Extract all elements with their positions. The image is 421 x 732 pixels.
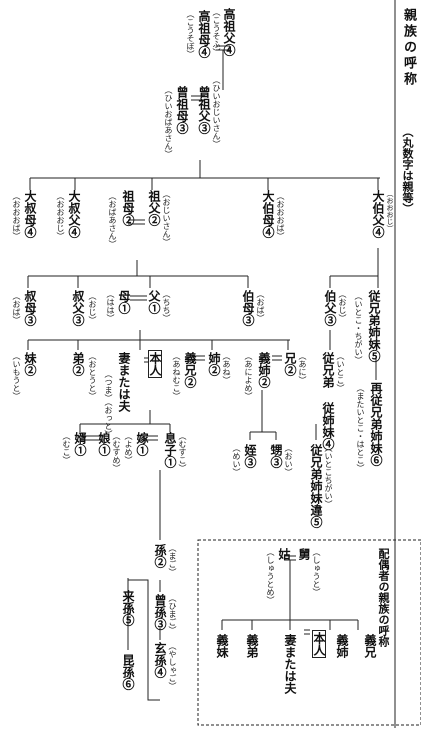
himago-reading: （ひまご） — [168, 594, 177, 634]
yome-name: 嫁① — [135, 432, 149, 456]
ooshukufu-reading: （おおおじ） — [56, 192, 65, 240]
inset-title: 配偶者の親族の呼称 — [377, 548, 390, 647]
oohakubo-name: 大伯母④ — [261, 190, 275, 238]
kousobo-reading: （こうそぼ） — [186, 10, 195, 58]
muko-reading: （むこ） — [62, 432, 71, 464]
hiobaasan-name: 曾祖母③ — [175, 86, 189, 134]
ooshukufu-name: 大叔父④ — [67, 190, 81, 238]
konson-name: 昆孫⑥ — [121, 654, 135, 690]
otouto-name: 弟② — [71, 352, 85, 376]
oohakufu-name: 大伯父④ — [371, 190, 385, 238]
otouto-reading: （おとうと） — [88, 352, 97, 400]
inset-shuutome: 姑 — [277, 548, 291, 560]
gishi-reading: （あによめ） — [244, 352, 253, 400]
chichi-name: 父① — [147, 290, 161, 314]
mago-reading: （まご） — [168, 544, 177, 576]
sobo-name: 祖母② — [121, 190, 135, 226]
musume-reading: （むすめ） — [112, 432, 121, 472]
mataitoko-reading: （またいとこ・はとこ） — [356, 384, 365, 472]
mei-reading: （めい） — [232, 444, 241, 476]
himago-name: 曾孫③ — [153, 594, 167, 630]
raison-name: 来孫⑤ — [121, 590, 135, 626]
mago-name: 孫② — [153, 544, 167, 568]
inset-gitei: 義弟 — [245, 634, 259, 658]
itoko-reading: （いとこ・ちがい） — [354, 292, 363, 364]
yashago-name: 玄孫④ — [153, 642, 167, 678]
inset-tsuma: 妻または夫 — [283, 634, 297, 694]
gikei-reading: （あねむこ） — [172, 352, 181, 400]
yashago-reading: （やしゃご） — [168, 642, 177, 690]
gikei-name: 義兄② — [183, 352, 197, 388]
kousobo-name: 高祖母④ — [197, 10, 211, 58]
ane-name: 姉② — [207, 352, 221, 376]
muko-name: 婿① — [73, 432, 87, 456]
gishi-name: 義姉② — [257, 352, 271, 388]
itoko-child-reading: （いとこちがい） — [324, 444, 333, 508]
inset-gimai: 義妹 — [215, 634, 229, 658]
mei-name: 姪③ — [243, 444, 257, 468]
hakubo-name: 伯母③ — [241, 290, 255, 326]
inset-honnin: 本人 — [312, 630, 326, 658]
inset-gishi: 義姉 — [335, 634, 349, 658]
sobo-reading: （おばあさん） — [108, 192, 117, 248]
inset-shuuto: 舅 — [297, 548, 311, 560]
musuko-name: 息子① — [163, 432, 177, 468]
oi-reading: （おい） — [284, 444, 293, 476]
kousofu-name: 高祖父④ — [222, 8, 236, 56]
inset-shuuto-reading: （しゅうと） — [312, 548, 321, 596]
itoko-sibling-reading: （いとこ） — [336, 352, 345, 392]
yome-reading: （よめ） — [124, 432, 133, 464]
ooshukubo-name: 大叔母④ — [23, 190, 37, 238]
hakubo-reading: （おば） — [256, 290, 265, 322]
tsuma-name: 妻または夫 — [117, 352, 131, 412]
tsuma-reading: （つま）（おっと） — [104, 370, 113, 438]
oi-name: 甥③ — [269, 444, 283, 468]
imouto-name: 妹② — [23, 352, 37, 376]
page-subtitle: （丸数字は親等） — [401, 126, 414, 214]
shukufu-reading: （おじ） — [88, 292, 97, 324]
honnin-box: 本人 — [148, 350, 162, 378]
inset-gikei: 義兄 — [363, 634, 377, 658]
sofu-reading: （おじいさん） — [162, 190, 171, 246]
shukubo-name: 叔母③ — [23, 290, 37, 326]
chichi-reading: （ちち） — [162, 290, 171, 322]
ooshukubo-reading: （おおおば） — [12, 192, 21, 240]
imouto-reading: （いもうと） — [12, 352, 21, 400]
shukubo-reading: （おば） — [12, 292, 21, 324]
hiojiisan-reading: （ひいおじいさん） — [212, 76, 221, 148]
sofu-name: 祖父② — [147, 190, 161, 226]
hiojiisan-name: 曾祖父③ — [197, 86, 211, 134]
inset-shuutome-reading: （しゅうとめ） — [266, 548, 275, 604]
musume-name: 娘① — [97, 432, 111, 456]
shukufu-name: 叔父③ — [71, 290, 85, 326]
haha-name: 母① — [117, 290, 131, 314]
page-title: 親族の呼称 — [401, 8, 416, 88]
musuko-reading: （むすこ） — [178, 432, 187, 472]
ani-reading: （あに） — [298, 352, 307, 384]
oohakufu-reading: （おおおじ） — [386, 190, 394, 232]
itoko-name: 従兄弟姉妹⑤ — [367, 290, 381, 362]
oohakubo-reading: （おおおば） — [276, 192, 285, 240]
kousofu-reading: （こうそふ） — [212, 8, 221, 56]
itoko-child-name: 従兄弟姉妹違⑤ — [309, 444, 323, 528]
hakufu-reading: （おじ） — [338, 290, 347, 322]
hiobaasan-reading: （ひいおばあさん） — [164, 86, 173, 158]
ani-name: 兄② — [283, 352, 297, 376]
mataitoko-name: 再従兄弟姉妹⑥ — [369, 382, 383, 466]
ane-reading: （あね） — [222, 352, 231, 384]
itoko-sibling-name: 従兄弟 従姉妹④ — [321, 352, 335, 450]
hakufu-name: 伯父③ — [323, 290, 337, 326]
haha-reading: （はは） — [106, 290, 115, 322]
